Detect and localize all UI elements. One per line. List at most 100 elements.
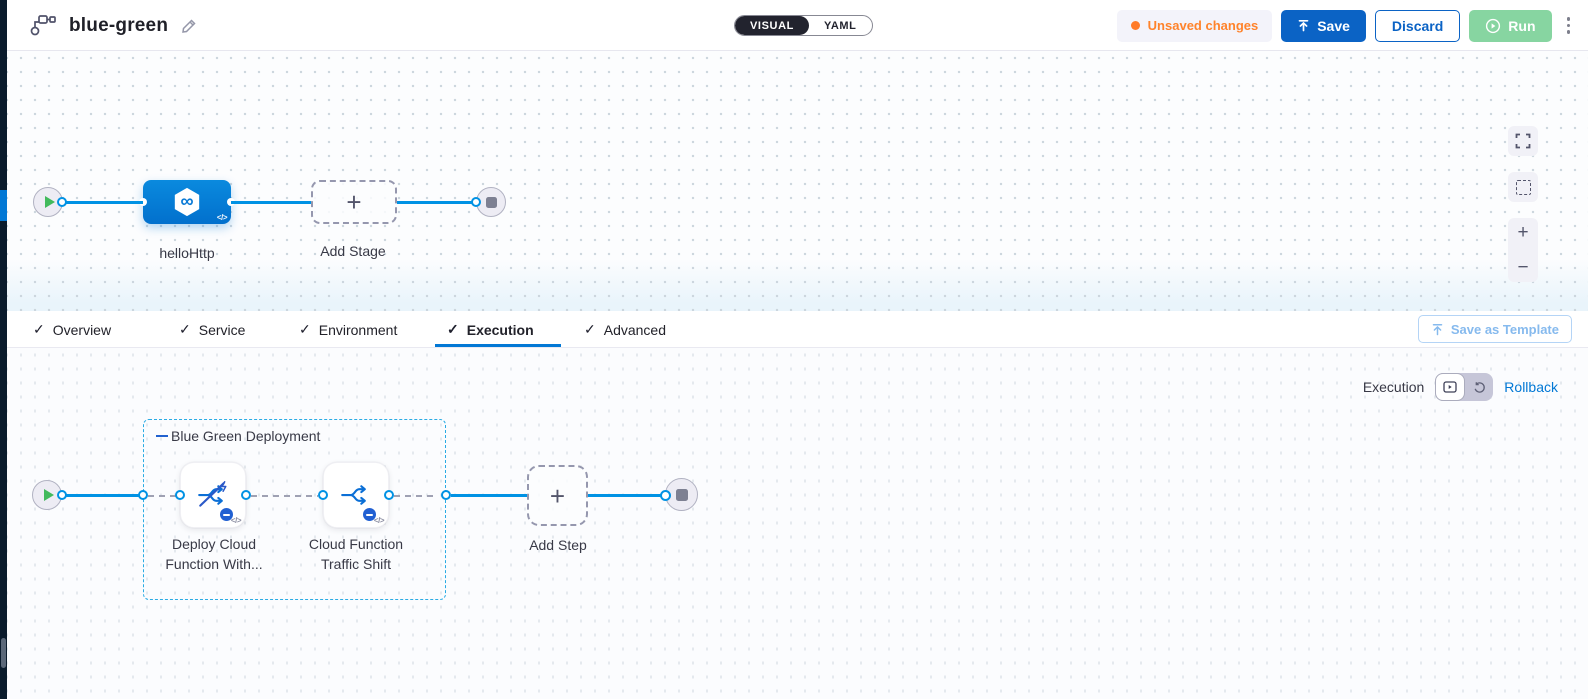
toggle-yaml[interactable]: YAML	[823, 19, 857, 32]
fullscreen-button[interactable]	[1508, 126, 1538, 156]
connector	[588, 494, 665, 497]
step-node-deploy-cloud-function[interactable]: </>	[180, 462, 246, 528]
step-name-label: Deploy Cloud Function With...	[165, 536, 263, 572]
end-node-port[interactable]	[660, 490, 671, 501]
execution-segment[interactable]	[1435, 373, 1466, 401]
connector	[231, 201, 311, 204]
tab-service[interactable]: ✓ Service	[179, 311, 245, 348]
execution-graph-canvas[interactable]: Execution Rollback	[0, 348, 1588, 699]
tab-label: Overview	[52, 321, 112, 338]
function-badge-icon	[362, 507, 377, 522]
tab-execution[interactable]: ✓ Execution	[447, 311, 534, 348]
start-play-icon	[43, 489, 54, 501]
collapse-dash-icon	[156, 434, 168, 438]
rollback-segment[interactable]	[1465, 381, 1493, 394]
run-play-icon	[1485, 18, 1501, 34]
toggle-visual[interactable]: VISUAL	[735, 16, 809, 35]
step-port[interactable]	[241, 490, 251, 500]
check-icon: ✓	[33, 321, 45, 337]
edit-title-icon[interactable]	[180, 17, 198, 35]
tab-environment[interactable]: ✓ Environment	[299, 311, 397, 348]
step-name-label: Cloud Function Traffic Shift	[308, 536, 404, 572]
add-step-button[interactable]: +	[527, 465, 588, 526]
discard-button[interactable]: Discard	[1374, 9, 1461, 42]
header: blue-green VISUAL YAML Unsaved changes	[7, 0, 1588, 51]
connector	[62, 494, 143, 497]
dashed-connector	[251, 495, 318, 497]
dashed-connector	[148, 495, 177, 497]
step-port[interactable]	[384, 490, 394, 500]
save-as-template-button[interactable]: Save as Template	[1417, 315, 1572, 343]
execution-rollback-toggle[interactable]	[1435, 373, 1494, 401]
code-icon: </>	[230, 516, 242, 525]
sidebar-active-indicator	[0, 190, 7, 221]
sidebar-scrollbar-thumb[interactable]	[1, 638, 6, 668]
unsaved-changes-label: Unsaved changes	[1147, 18, 1259, 33]
end-node-port[interactable]	[471, 197, 481, 207]
discard-button-label: Discard	[1391, 17, 1444, 34]
save-as-template-label: Save as Template	[1450, 321, 1559, 337]
stage-graph-canvas[interactable]: ∞ </> + helloHttp Add Stage	[0, 51, 1588, 311]
step-node-traffic-shift[interactable]: </>	[323, 462, 389, 528]
stage-left-port[interactable]	[139, 198, 147, 206]
save-upload-icon	[1297, 19, 1310, 32]
page-title: blue-green	[69, 14, 169, 36]
execution-mode-row: Execution Rollback	[1363, 373, 1558, 401]
stage-node-hellohttp[interactable]: ∞ </>	[139, 180, 235, 224]
function-badge-icon	[219, 507, 234, 522]
traffic-shift-icon	[339, 480, 373, 510]
code-icon: </>	[373, 516, 385, 525]
tab-label: Advanced	[603, 321, 667, 338]
execution-mode-label: Execution	[1362, 379, 1425, 395]
start-node-port[interactable]	[57, 490, 67, 500]
unsaved-dot-icon	[1130, 21, 1140, 30]
step-group-blue-green-deployment[interactable]: Blue Green Deployment	[143, 419, 446, 600]
stop-icon	[675, 488, 688, 501]
stage-name-label: helloHttp	[159, 245, 215, 261]
step-group-label: Blue Green Deployment	[171, 428, 321, 444]
tab-label: Execution	[466, 321, 534, 338]
dashed-connector	[394, 495, 436, 497]
step-group-header[interactable]: Blue Green Deployment	[156, 428, 320, 444]
tab-advanced[interactable]: ✓ Advanced	[584, 311, 666, 348]
check-icon: ✓	[584, 321, 596, 337]
connector	[451, 494, 527, 497]
zoom-out-button[interactable]: −	[1517, 257, 1529, 278]
visual-yaml-toggle: VISUAL YAML	[734, 15, 873, 36]
pipeline-icon	[30, 14, 57, 38]
plus-icon: +	[346, 187, 362, 217]
add-stage-button[interactable]: +	[311, 180, 397, 224]
more-options-button[interactable]	[1561, 13, 1577, 38]
deploy-no-traffic-icon	[196, 480, 230, 510]
add-stage-label: Add Stage	[320, 243, 386, 259]
tab-label: Environment	[318, 321, 398, 338]
template-upload-icon	[1431, 323, 1444, 336]
marquee-select-icon	[1515, 179, 1531, 195]
stage-config-tabs: ✓ Overview ✓ Service ✓ Environment ✓ Exe…	[7, 311, 1588, 348]
multi-select-button[interactable]	[1508, 172, 1538, 202]
zoom-in-button[interactable]: +	[1517, 222, 1529, 243]
group-exit-port[interactable]	[441, 490, 451, 500]
add-step-label: Add Step	[529, 537, 587, 553]
save-button-label: Save	[1317, 17, 1350, 34]
step-port[interactable]	[175, 490, 185, 500]
step-port[interactable]	[318, 490, 328, 500]
tab-label: Service	[198, 321, 246, 338]
check-icon: ✓	[179, 321, 191, 337]
save-button[interactable]: Save	[1281, 9, 1366, 42]
run-button[interactable]: Run	[1469, 9, 1552, 42]
check-icon: ✓	[447, 321, 459, 337]
connector	[62, 201, 143, 204]
tab-overview[interactable]: ✓ Overview	[33, 311, 111, 348]
group-entry-port[interactable]	[138, 490, 148, 500]
check-icon: ✓	[299, 321, 311, 337]
start-node-port[interactable]	[57, 197, 67, 207]
plus-icon: +	[549, 480, 566, 511]
rollback-link[interactable]: Rollback	[1504, 379, 1558, 395]
collapsed-sidebar[interactable]	[0, 0, 7, 699]
start-play-icon	[44, 196, 55, 208]
serverless-function-icon: ∞	[170, 185, 204, 219]
active-tab-indicator	[435, 344, 561, 347]
connector	[397, 201, 474, 204]
